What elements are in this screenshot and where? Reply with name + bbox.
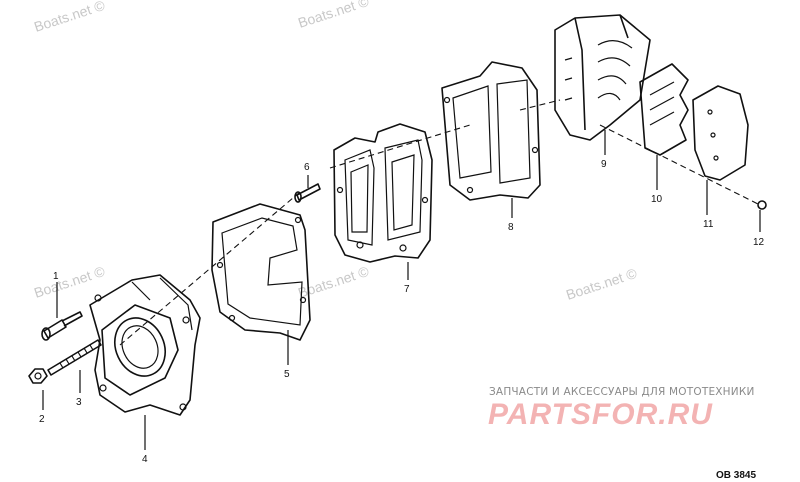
callout-5: 5	[284, 369, 290, 380]
reference-code: OB 3845	[716, 470, 756, 481]
vendor-tagline: ЗАПЧАСТИ И АКСЕССУАРЫ ДЛЯ МОТОТЕХНИКИ	[489, 386, 755, 398]
vendor-logo: PARTSFOR.RU	[488, 398, 788, 438]
part-12-screw	[757, 200, 767, 210]
leader-lines	[42, 130, 761, 450]
part-7-reed-plate	[333, 123, 433, 263]
part-6-screw	[294, 183, 321, 203]
part-1-screw	[41, 311, 83, 341]
part-4-adapter-plate	[89, 274, 201, 416]
part-8-gasket	[441, 61, 541, 201]
callout-2: 2	[39, 414, 45, 425]
callout-10: 10	[651, 194, 663, 205]
callout-11: 11	[703, 219, 714, 230]
vendor-brand-text: PARTSFOR.RU	[488, 398, 713, 431]
watermark: Boats.net ©	[32, 0, 107, 35]
assembly-axis-line	[119, 99, 761, 346]
callout-6: 6	[304, 162, 310, 173]
callout-7: 7	[404, 284, 410, 295]
callout-12: 12	[753, 237, 765, 248]
part-9-reed-block	[554, 14, 651, 141]
callout-8: 8	[508, 222, 514, 233]
part-10-reed-petal	[639, 63, 689, 156]
callout-9: 9	[601, 159, 607, 170]
watermark: Boats.net ©	[564, 265, 639, 303]
watermark: Boats.net ©	[296, 0, 371, 31]
part-3-stud	[47, 339, 102, 376]
callout-4: 4	[142, 454, 148, 465]
part-5-gasket	[211, 203, 311, 341]
callout-3: 3	[76, 397, 82, 408]
part-11-reed-stop	[692, 85, 749, 181]
callout-1: 1	[53, 271, 59, 282]
part-2-nut	[28, 368, 48, 384]
